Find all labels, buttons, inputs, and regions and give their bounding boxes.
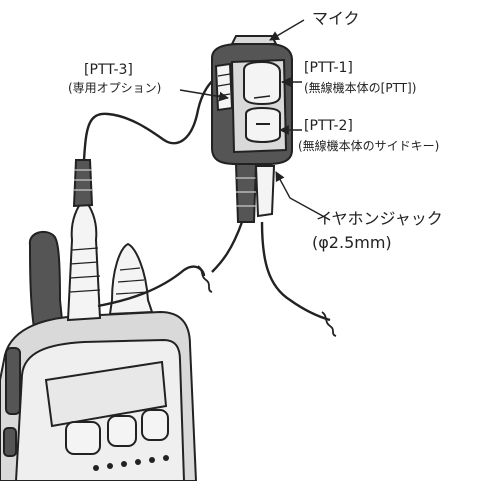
leader-lines: [179, 19, 331, 221]
ptt3-label: [PTT-3]: [84, 62, 133, 78]
plug-connector: [66, 159, 102, 322]
earphone-jack-label: イヤホンジャック: [316, 209, 443, 228]
radio-illustration: [0, 230, 198, 481]
ptt1-description: (無線機本体の[PTT]): [304, 80, 416, 95]
microphone-illustration: [211, 35, 293, 223]
ptt2-label: [PTT-2]: [304, 118, 353, 134]
mic-label: マイク: [312, 9, 360, 28]
ptt1-label: [PTT-1]: [304, 60, 353, 76]
ptt3-description: (専用オプション): [68, 81, 161, 95]
cable-break-marks: [197, 265, 337, 337]
earphone-jack-size: (φ2.5mm): [312, 233, 392, 252]
ptt2-description: (無線機本体のサイドキー): [298, 138, 439, 153]
